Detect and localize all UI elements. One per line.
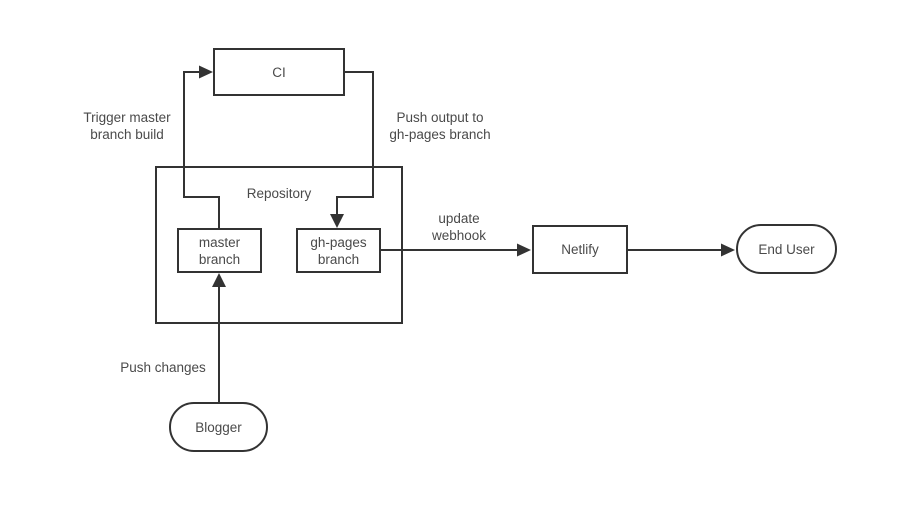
edge-trigger-build-arrowhead [199, 65, 213, 79]
edge-deploy-arrowhead [721, 243, 735, 257]
node-gh-pages-branch: gh-pages branch [296, 228, 381, 273]
blogger-label: Blogger [195, 419, 242, 435]
node-master-branch: master branch [177, 228, 262, 273]
ci-label: CI [272, 64, 286, 80]
edge-trigger-build-line [183, 71, 220, 228]
node-repository: Repository [155, 166, 403, 324]
gh-pages-branch-label: gh-pages branch [310, 234, 367, 267]
edge-label-update-webhook: update webhook [431, 211, 487, 243]
edge-push-changes-arrowhead [212, 273, 226, 287]
edge-label-trigger-build: Trigger master branch build [83, 110, 171, 142]
node-end-user: End User [736, 224, 837, 274]
node-netlify: Netlify [532, 225, 628, 274]
node-blogger: Blogger [169, 402, 268, 452]
repository-label: Repository [246, 186, 312, 201]
edge-update-webhook-arrowhead [517, 243, 531, 257]
edge-label-push-output: Push output to gh-pages branch [389, 110, 491, 142]
edge-push-output-line [336, 71, 374, 215]
edge-push-output-arrowhead [330, 214, 344, 228]
netlify-label: Netlify [561, 242, 599, 257]
edge-label-push-changes: Push changes [120, 360, 206, 375]
node-ci: CI [213, 48, 345, 96]
end-user-label: End User [758, 241, 815, 257]
master-branch-label: master branch [198, 234, 241, 267]
